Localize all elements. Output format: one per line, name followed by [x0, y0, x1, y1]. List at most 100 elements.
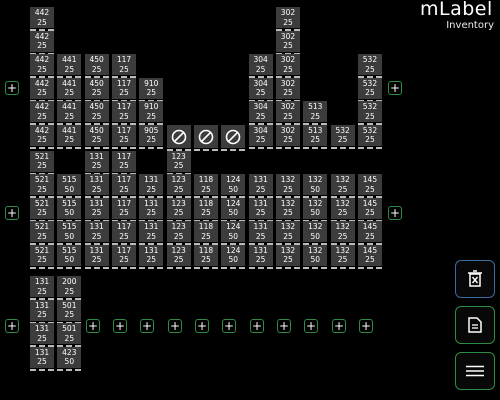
add-stack-button[interactable]: + [332, 319, 346, 333]
add-stack-button[interactable]: + [86, 319, 100, 333]
blocked-slot[interactable] [166, 125, 191, 151]
add-stack-button[interactable]: + [359, 319, 373, 333]
add-column-left-button[interactable]: + [5, 319, 19, 333]
save-button[interactable] [455, 306, 495, 344]
add-stack-button[interactable]: + [195, 319, 209, 333]
add-column-right-button[interactable]: + [388, 206, 402, 220]
blocked-slot[interactable] [221, 125, 246, 151]
add-stack-button[interactable]: + [168, 319, 182, 333]
add-column-right-button[interactable]: + [388, 81, 402, 95]
delete-button[interactable] [455, 260, 495, 298]
add-stack-button[interactable]: + [140, 319, 154, 333]
add-stack-button[interactable]: + [222, 319, 236, 333]
add-stack-button[interactable]: + [113, 319, 127, 333]
add-column-left-button[interactable]: + [5, 81, 19, 95]
add-column-left-button[interactable]: + [5, 206, 19, 220]
